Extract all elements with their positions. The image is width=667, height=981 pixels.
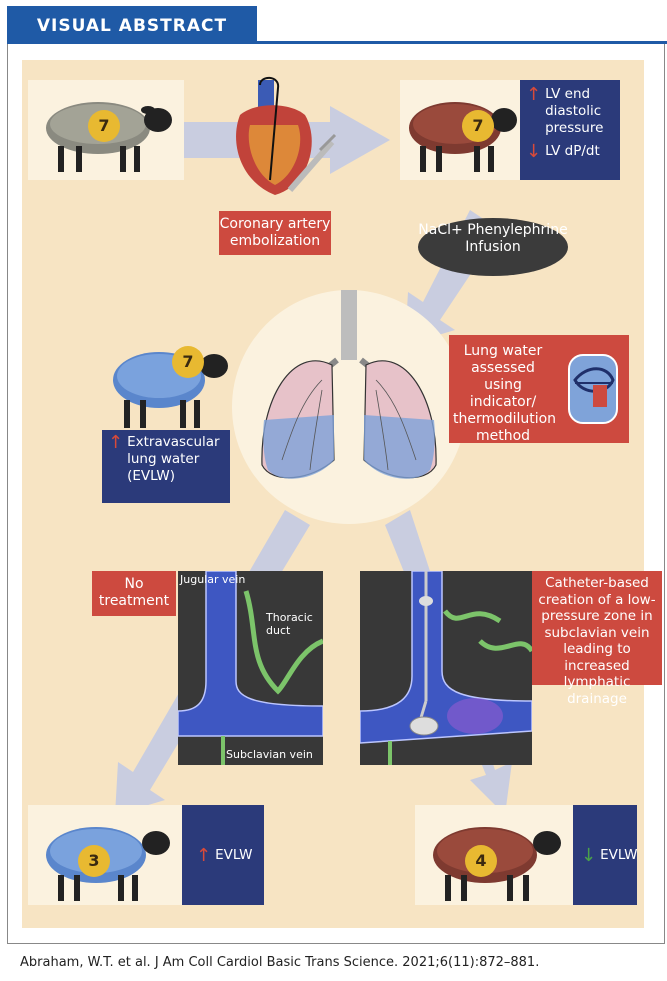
count-badge: 7	[172, 346, 204, 378]
bottom-right-box: 4	[415, 805, 573, 905]
subclavian-vein-label: Subclavian vein	[226, 748, 313, 761]
evlw-text: EVLW	[600, 847, 637, 864]
thoracic-duct-label: Thoracic duct	[266, 611, 321, 637]
no-treatment-label: No treatment	[92, 571, 176, 616]
evlw-box: ↑ Extravascular lung water (EVLW)	[102, 430, 230, 503]
catheter-label: Catheter-based creation of a low-pressur…	[532, 571, 662, 685]
top-right-box: 7	[400, 80, 520, 180]
down-arrow-icon: ↓	[526, 143, 541, 160]
bottom-left-box: 3	[28, 805, 182, 905]
catheter-illustration	[360, 571, 532, 765]
citation: Abraham, W.T. et al. J Am Coll Cardiol B…	[20, 955, 539, 970]
count-badge: 7	[88, 110, 120, 142]
method-icon-box	[557, 335, 629, 443]
embolization-label: Coronary artery embolization	[219, 211, 331, 255]
bottom-left-outcome: ↑ EVLW	[182, 805, 264, 905]
down-arrow-icon: ↓	[581, 847, 596, 864]
lv-pressure-text: LV end diastolic pressure	[545, 86, 616, 137]
count-badge: 3	[78, 845, 110, 877]
up-arrow-icon: ↑	[526, 86, 541, 137]
sheep-icon	[104, 330, 234, 430]
anatomy-panel-left: Jugular vein Thoracic duct Subclavian ve…	[178, 571, 323, 765]
lungs-icon	[232, 290, 466, 524]
infusion-oval: NaCl+ Phenylephrine Infusion	[418, 218, 568, 276]
top-left-box: 7	[28, 80, 184, 180]
lv-dpdt-text: LV dP/dt	[545, 143, 600, 160]
lv-outcome-box: ↑ LV end diastolic pressure ↓ LV dP/dt	[520, 80, 620, 180]
vein-illustration	[178, 571, 323, 765]
bottom-right-outcome: ↓ EVLW	[573, 805, 637, 905]
thermodilution-icon	[557, 335, 629, 443]
sheep-icon	[400, 80, 520, 180]
evlw-text: Extravascular lung water (EVLW)	[127, 434, 224, 499]
evlw-text: EVLW	[215, 847, 252, 864]
count-badge: 4	[465, 845, 497, 877]
anatomy-panel-right	[360, 571, 532, 765]
count-badge: 7	[462, 110, 494, 142]
up-arrow-icon: ↑	[196, 847, 211, 864]
lung-water-label: Lung water assessed using indicator/ the…	[449, 335, 557, 443]
heart-icon	[220, 80, 340, 210]
up-arrow-icon: ↑	[108, 434, 123, 499]
jugular-vein-label: Jugular vein	[180, 573, 245, 586]
